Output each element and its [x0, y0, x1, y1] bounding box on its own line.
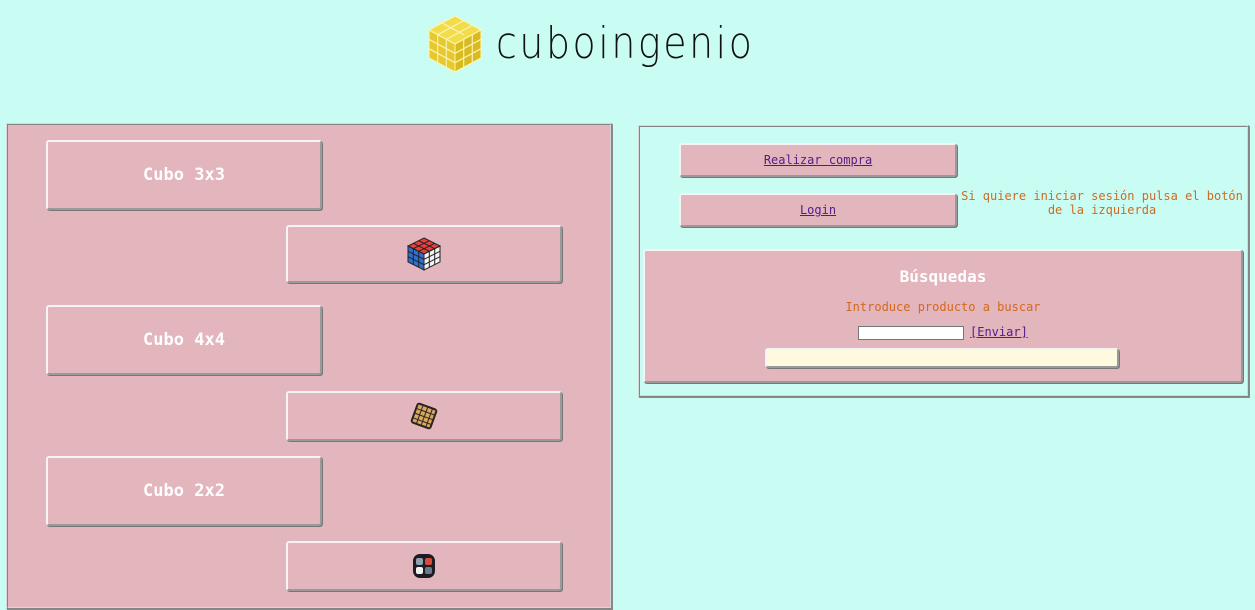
site-logo[interactable]: cuboingenio [426, 14, 797, 74]
product-image-4x4[interactable] [286, 391, 562, 441]
user-panel: Realizar compra Login Si quiere iniciar … [638, 125, 1249, 397]
cube-icon [427, 15, 483, 73]
search-title: Búsquedas [899, 267, 987, 286]
product-title-label: Cubo 3x3 [143, 165, 225, 185]
cube-2x2-icon [413, 554, 435, 578]
cube-4x4-icon [410, 402, 438, 430]
product-title-4x4[interactable]: Cubo 4x4 [46, 305, 322, 375]
product-image-2x2[interactable] [286, 541, 562, 591]
purchase-button[interactable]: Realizar compra [679, 143, 957, 177]
search-submit-link[interactable]: [Enviar] [970, 325, 1028, 339]
login-hint: Si quiere iniciar sesión pulsa el botón … [961, 189, 1243, 217]
logo-text: cuboingenio [496, 18, 755, 69]
search-results [765, 348, 1119, 368]
product-title-2x2[interactable]: Cubo 2x2 [46, 456, 322, 526]
search-input[interactable] [858, 326, 964, 340]
search-prompt: Introduce producto a buscar [845, 300, 1041, 314]
search-section: Búsquedas Introduce producto a buscar [E… [643, 249, 1243, 383]
product-panel: Cubo 3x3 [6, 123, 612, 609]
cube-3x3-icon [406, 237, 442, 271]
product-title-label: Cubo 4x4 [143, 330, 225, 350]
login-link[interactable]: Login [799, 203, 837, 217]
product-title-label: Cubo 2x2 [143, 481, 225, 501]
product-image-3x3[interactable] [286, 225, 562, 283]
login-button[interactable]: Login [679, 193, 957, 227]
purchase-link[interactable]: Realizar compra [763, 153, 873, 167]
product-title-3x3[interactable]: Cubo 3x3 [46, 140, 322, 210]
